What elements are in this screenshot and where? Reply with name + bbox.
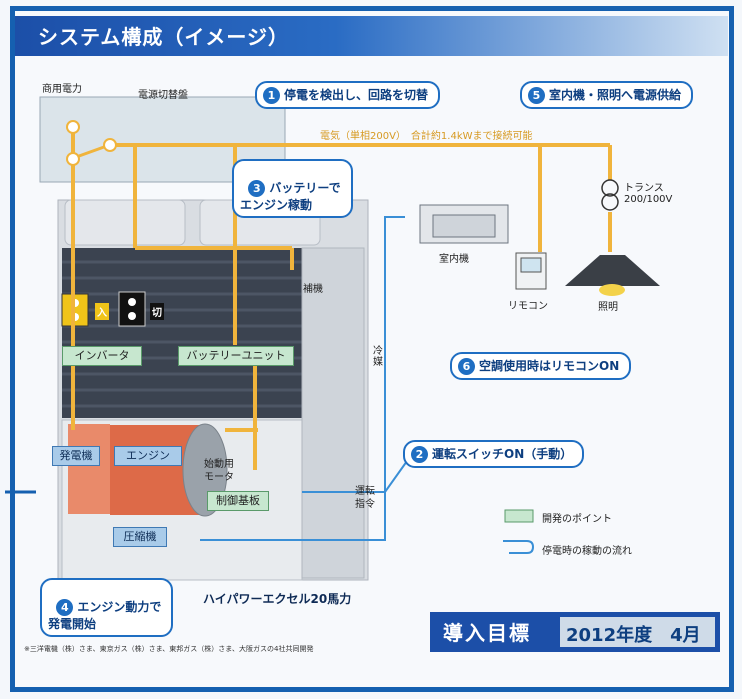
compressor-box: 圧縮機 — [113, 527, 167, 547]
legend-flow-swatch — [503, 540, 535, 554]
starter-motor-label: 始動用 モータ — [204, 459, 234, 483]
switch-panel-label: 電源切替盤 — [138, 90, 188, 101]
callout-6: 6 空調使用時はリモコンON — [450, 352, 632, 380]
indoor-unit-label: 室内機 — [439, 254, 469, 265]
switch-off-label: 切 — [150, 303, 164, 320]
callout-2: 2 運転スイッチON（手動） — [403, 440, 585, 468]
battery-unit-box: バッテリーユニット — [178, 346, 294, 366]
callout-2-text: 運転スイッチON（手動） — [432, 447, 573, 461]
generator-box: 発電機 — [52, 446, 100, 466]
ac-unit-fan-top-left — [64, 199, 186, 246]
goal-date: 2012年度 4月 — [566, 625, 701, 646]
engine-box: エンジン — [114, 446, 182, 466]
transformer-coil-top — [601, 179, 619, 197]
callout-1-text: 停電を検出し、回路を切替 — [284, 88, 429, 102]
operation-command-label: 運転 指令 — [355, 486, 375, 510]
auxiliary-label: 補機 — [303, 284, 323, 295]
switch-on-label: 入 — [95, 303, 109, 320]
callout-6-text: 空調使用時はリモコンON — [479, 359, 620, 373]
electricity-note: 電気（単相200V） 合計約1.4kWまで接続可能 — [320, 131, 533, 142]
goal-date-background — [560, 617, 715, 647]
lighting-label: 照明 — [598, 302, 618, 313]
transformer-label: トランス 200/100V — [624, 183, 673, 205]
callout-3-number: 3 — [248, 180, 266, 197]
callout-5: 5 室内機・照明へ電源供給 — [520, 81, 694, 109]
ac-unit-grille — [62, 248, 302, 418]
callout-4-number: 4 — [56, 599, 74, 616]
transformer-coil-bottom — [601, 193, 619, 211]
callout-5-number: 5 — [528, 87, 545, 104]
callout-5-text: 室内機・照明へ電源供給 — [549, 88, 682, 102]
footnote: ※三洋電機（株）さま、東京ガス（株）さま、東邦ガス（株）さま、大阪ガスの4社共同… — [24, 645, 314, 653]
commercial-power-label: 商用電力 — [42, 84, 82, 95]
callout-1-number: 1 — [263, 87, 280, 104]
legend-dev-swatch — [504, 509, 534, 523]
title-bar — [15, 16, 728, 56]
callout-3-text: バッテリーで エンジン稼動 — [240, 181, 341, 212]
callout-4-text: エンジン動力で 発電開始 — [48, 600, 162, 631]
control-board-box: 制御基板 — [207, 491, 269, 511]
legend-dev-point: 開発のポイント — [542, 514, 612, 525]
callout-2-number: 2 — [411, 446, 428, 463]
lamp-shade — [565, 255, 660, 286]
goal-label: 導入目標 — [443, 621, 531, 645]
refrigerant-label: 冷媒 — [373, 346, 383, 368]
lamp-bulb — [599, 284, 625, 296]
generator-cylinder — [68, 424, 110, 514]
inverter-box: インバータ — [62, 346, 142, 366]
unit-name: ハイパワーエクセル20馬力 — [203, 592, 352, 606]
legend-flow: 停電時の稼動の流れ — [542, 546, 632, 557]
switch-off-body — [118, 291, 146, 327]
callout-1: 1 停電を検出し、回路を切替 — [255, 81, 441, 109]
remote-label: リモコン — [508, 301, 548, 312]
ac-unit-side — [301, 247, 365, 579]
diagram-title: システム構成（イメージ） — [38, 25, 289, 49]
callout-6-number: 6 — [458, 358, 475, 375]
